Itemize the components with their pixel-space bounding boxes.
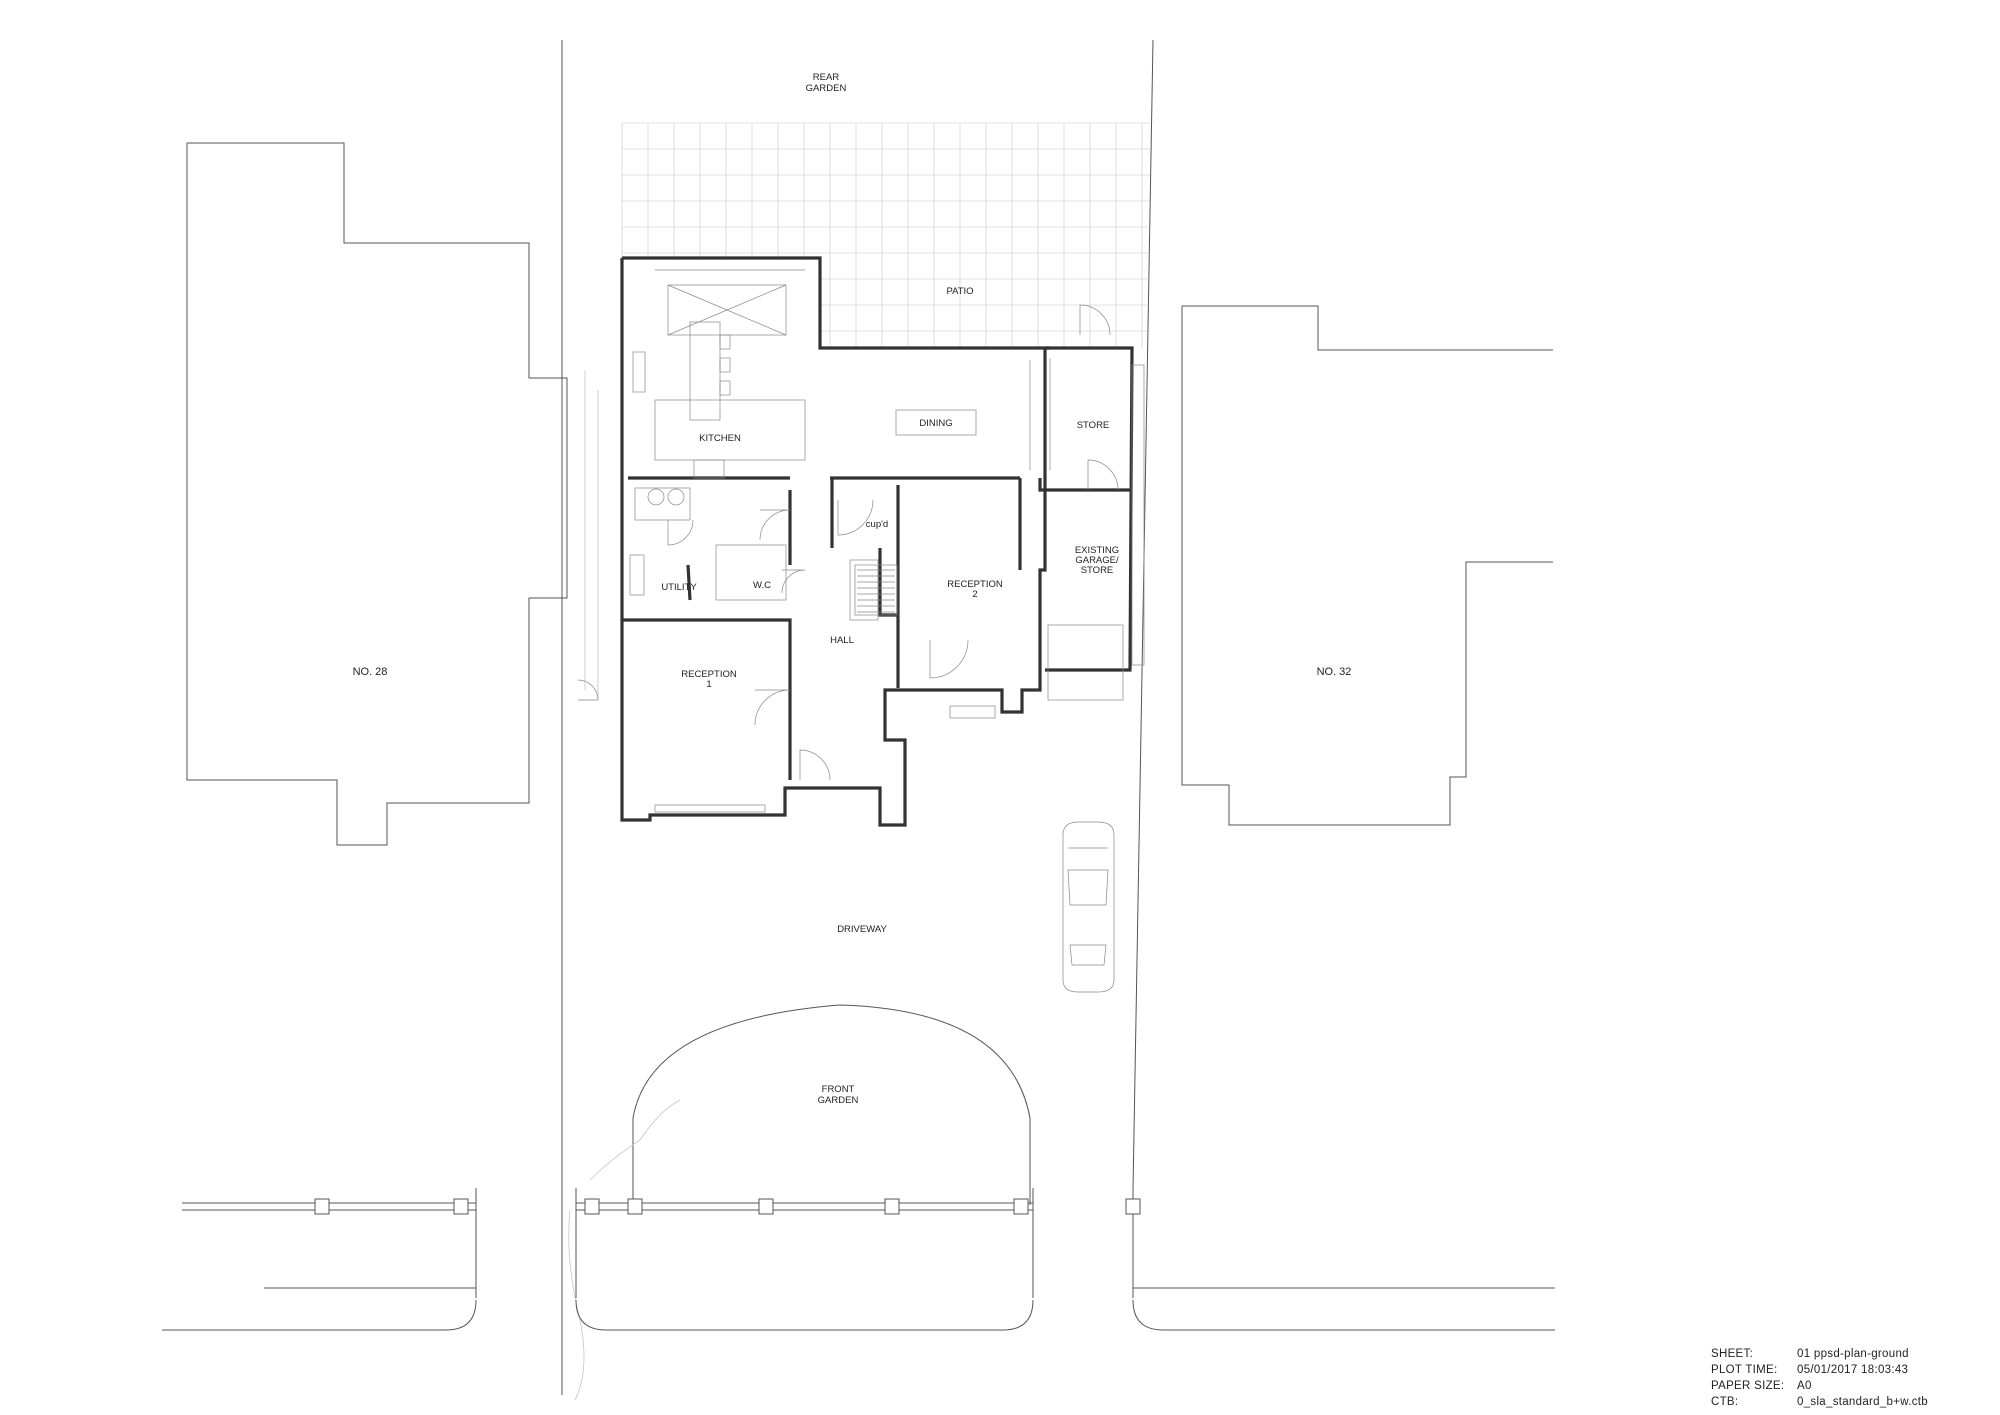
patio-paving-grid [621,122,1150,348]
fence-post [1125,1198,1141,1215]
house-walls [620,256,1134,827]
windows-and-fittings [584,269,1145,813]
fence-post [627,1198,643,1215]
fence-post [584,1198,600,1215]
neighbour-no-28-outline [186,142,568,846]
label-no-32: NO. 32 [1317,666,1352,678]
fence-post [1013,1198,1029,1215]
fence-post [884,1198,900,1215]
label-kitchen: KITCHEN [699,433,741,444]
label-no-28: NO. 28 [353,666,388,678]
title-ctb-label: CTB: [1711,1396,1738,1408]
front-fence [182,1188,1141,1298]
parked-car [1062,821,1115,993]
label-dining: DINING [919,418,952,429]
title-sheet-value: 01 ppsd-plan-ground [1797,1348,1909,1360]
label-utility: UTILITY [661,582,697,593]
title-sheet-label: SHEET: [1711,1348,1753,1360]
fence-post [314,1198,330,1215]
title-block: SHEET: 01 ppsd-plan-ground PLOT TIME: 05… [1711,1348,1928,1408]
front-garden-boundary [568,1004,1031,1401]
label-patio: PATIO [946,286,973,297]
label-cupboard: cup'd [866,519,888,530]
label-driveway: DRIVEWAY [837,924,887,935]
title-plot-time-label: PLOT TIME: [1711,1364,1777,1376]
label-hall: HALL [830,635,854,646]
staircase [854,564,898,616]
title-ctb-value: 0_sla_standard_b+w.ctb [1797,1396,1928,1408]
title-paper-size-value: A0 [1797,1380,1812,1392]
fence-post [453,1198,469,1215]
label-wc: W.C [753,580,771,591]
street-kerb [162,1287,1555,1331]
title-plot-time-value: 05/01/2017 18:03:43 [1797,1364,1908,1376]
fence-post [758,1198,774,1215]
neighbour-no-32-outline [1181,305,1553,826]
door-swings [577,304,1119,781]
label-store: STORE [1077,420,1110,431]
title-paper-size-label: PAPER SIZE: [1711,1380,1784,1392]
plot-boundaries [561,39,1154,1395]
